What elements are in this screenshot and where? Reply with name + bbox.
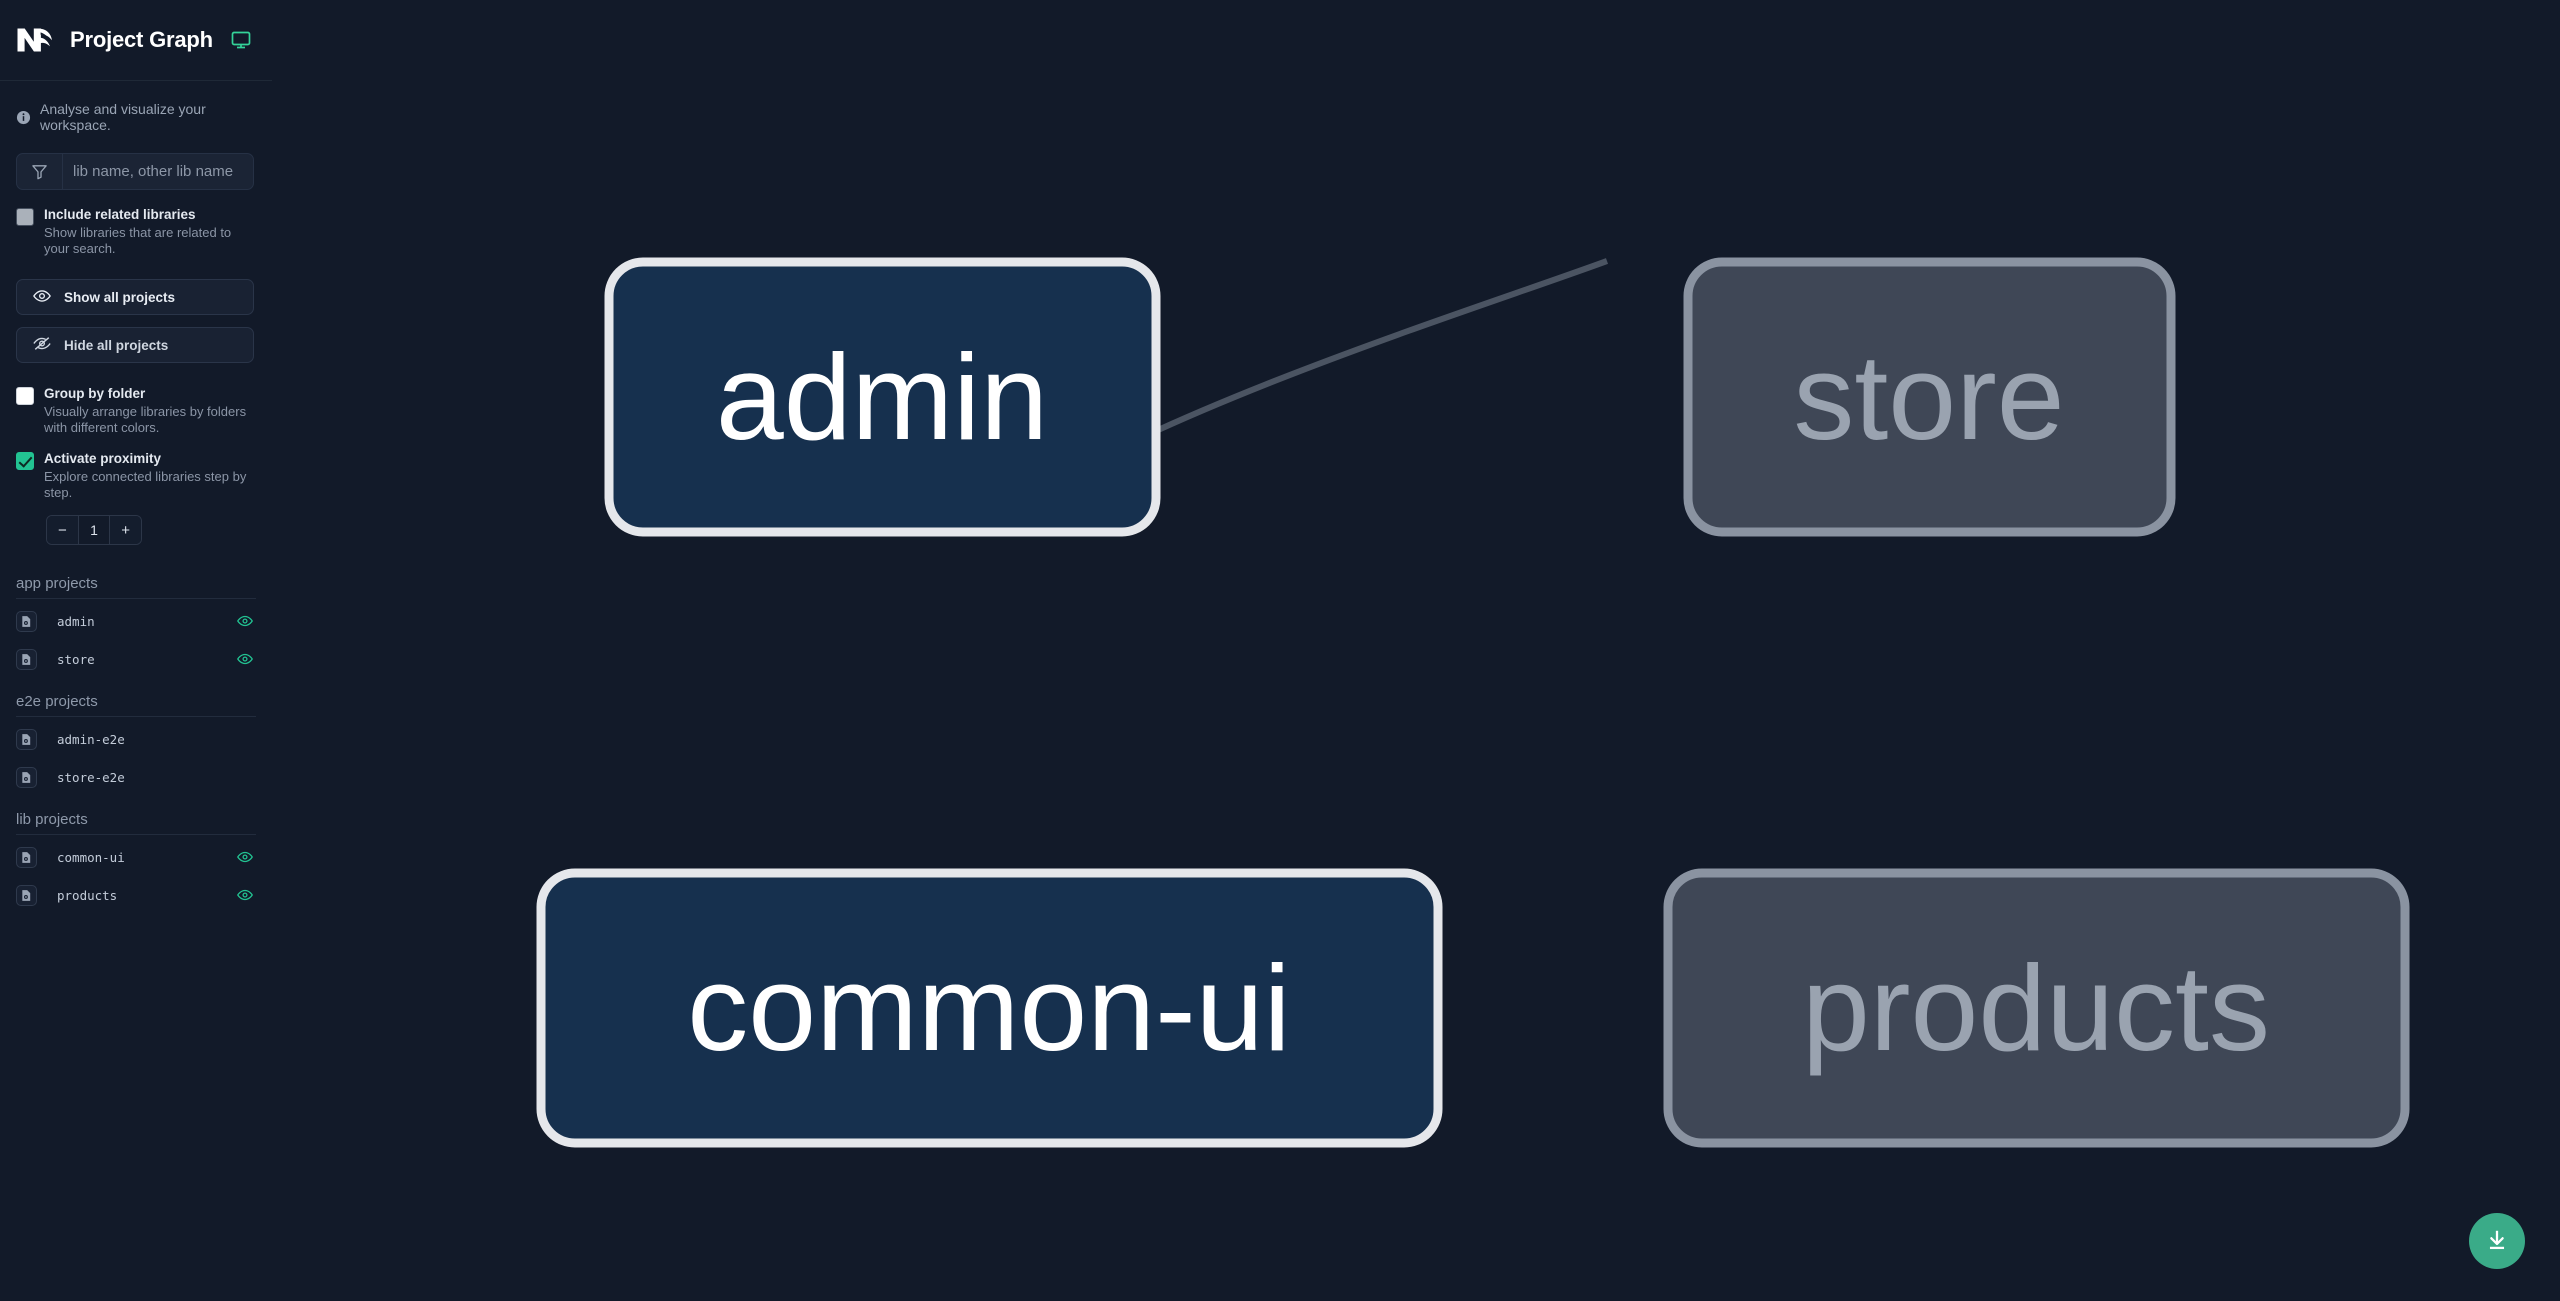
option-title: Group by folder bbox=[44, 386, 146, 401]
nx-logo-icon bbox=[16, 24, 58, 56]
include-related-libraries-checkbox[interactable] bbox=[16, 208, 34, 226]
project-file-icon bbox=[16, 846, 37, 868]
option-description: Explore connected libraries step by step… bbox=[44, 469, 247, 500]
graph-node-store[interactable]: store bbox=[1683, 257, 2176, 537]
hide-all-projects-label: Hide all projects bbox=[64, 337, 169, 353]
proximity-stepper[interactable]: − 1 + bbox=[46, 515, 142, 545]
project-name: products bbox=[57, 887, 118, 903]
tagline-text: Analyse and visualize your workspace. bbox=[40, 101, 206, 133]
tagline: Analyse and visualize your workspace. bbox=[0, 81, 272, 141]
group-heading-app-projects: app projects bbox=[16, 575, 256, 599]
proximity-increment-button[interactable]: + bbox=[109, 516, 141, 544]
graph-canvas[interactable]: admin store common-ui products bbox=[272, 0, 2560, 1301]
sidebar-controls: Include related libraries Show libraries… bbox=[0, 153, 272, 545]
project-name: store bbox=[57, 651, 95, 667]
monitor-icon[interactable] bbox=[231, 30, 251, 50]
option-description: Show libraries that are related to your … bbox=[44, 225, 232, 256]
project-row-products[interactable]: products bbox=[10, 879, 256, 911]
show-all-projects-label: Show all projects bbox=[64, 289, 176, 305]
graph-node-common-ui[interactable]: common-ui bbox=[536, 868, 1443, 1148]
project-name: admin-e2e bbox=[57, 731, 125, 747]
funnel-icon bbox=[17, 154, 63, 189]
download-icon bbox=[2484, 1227, 2510, 1256]
option-title: Activate proximity bbox=[44, 451, 162, 466]
download-image-button[interactable] bbox=[2469, 1213, 2525, 1269]
option-include-related-libraries[interactable]: Include related libraries Show libraries… bbox=[16, 206, 254, 257]
show-all-projects-button[interactable]: Show all projects bbox=[16, 279, 254, 315]
search-box[interactable] bbox=[16, 153, 254, 190]
graph-node-admin[interactable]: admin bbox=[604, 257, 1161, 537]
project-file-icon bbox=[16, 728, 37, 750]
graph-node-label: admin bbox=[716, 329, 1048, 465]
project-name: store-e2e bbox=[57, 769, 125, 785]
project-graph-svg[interactable]: admin store common-ui products bbox=[272, 0, 2545, 1301]
project-visibility-toggle-common-ui[interactable] bbox=[234, 851, 256, 863]
option-description: Visually arrange libraries by folders wi… bbox=[44, 404, 247, 435]
project-file-icon bbox=[16, 766, 37, 788]
graph-node-label: common-ui bbox=[687, 940, 1290, 1076]
activate-proximity-checkbox[interactable] bbox=[16, 452, 34, 470]
proximity-value: 1 bbox=[77, 516, 110, 544]
graph-node-label: store bbox=[1793, 329, 2064, 465]
graph-node-products[interactable]: products bbox=[1663, 868, 2410, 1148]
group-heading-e2e-projects: e2e projects bbox=[16, 693, 256, 717]
sidebar: Project Graph Analyse and visualize your… bbox=[0, 0, 272, 1301]
project-file-icon bbox=[16, 610, 37, 632]
project-file-icon bbox=[16, 884, 37, 906]
info-icon bbox=[16, 110, 31, 125]
option-activate-proximity[interactable]: Activate proximity Explore connected lib… bbox=[16, 450, 254, 501]
group-heading-lib-projects: lib projects bbox=[16, 811, 256, 835]
proximity-decrement-button[interactable]: − bbox=[47, 516, 78, 544]
project-row-admin-e2e[interactable]: admin-e2e bbox=[10, 723, 256, 755]
project-row-store-e2e[interactable]: store-e2e bbox=[10, 761, 256, 793]
project-visibility-toggle-products[interactable] bbox=[234, 889, 256, 901]
project-row-store[interactable]: store bbox=[10, 643, 256, 675]
eye-off-icon bbox=[33, 336, 51, 354]
sidebar-header: Project Graph bbox=[0, 0, 272, 81]
project-visibility-toggle-admin[interactable] bbox=[234, 615, 256, 627]
project-row-common-ui[interactable]: common-ui bbox=[10, 841, 256, 873]
group-by-folder-checkbox[interactable] bbox=[16, 387, 34, 405]
project-row-admin[interactable]: admin bbox=[10, 605, 256, 637]
option-group-by-folder[interactable]: Group by folder Visually arrange librari… bbox=[16, 385, 254, 436]
project-file-icon bbox=[16, 648, 37, 670]
graph-nodes: admin store common-ui products bbox=[536, 257, 2410, 1148]
project-visibility-toggle-store[interactable] bbox=[234, 653, 256, 665]
project-name: admin bbox=[57, 613, 95, 629]
option-title: Include related libraries bbox=[44, 207, 196, 222]
page-title: Project Graph bbox=[70, 27, 213, 52]
graph-node-label: products bbox=[1802, 940, 2270, 1076]
search-input[interactable] bbox=[63, 154, 253, 189]
project-name: common-ui bbox=[57, 849, 125, 865]
eye-icon bbox=[33, 289, 51, 306]
hide-all-projects-button[interactable]: Hide all projects bbox=[16, 327, 254, 363]
